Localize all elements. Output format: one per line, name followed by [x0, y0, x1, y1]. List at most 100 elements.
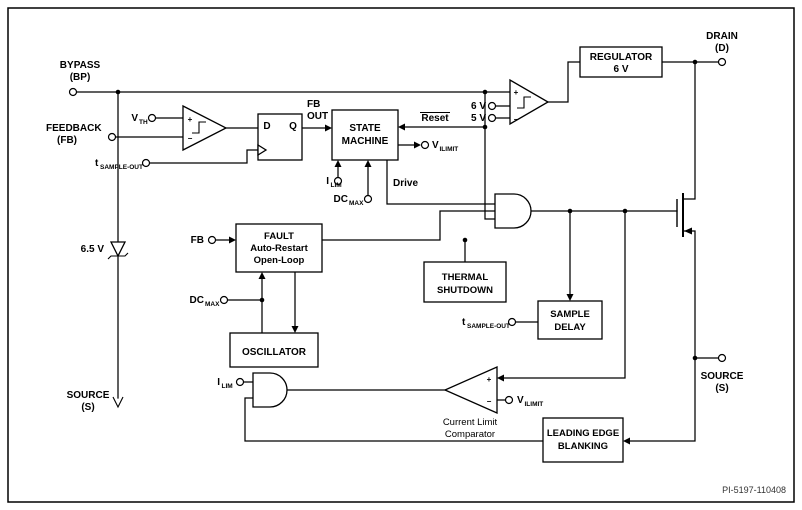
ilim-node: [333, 176, 343, 186]
junction-dot: [692, 59, 698, 65]
wire-uvcomp-regulator: [547, 61, 581, 103]
sample-delay-label: SAMPLE: [550, 309, 590, 320]
fault-label: Auto-Restart: [250, 243, 308, 254]
vilimit-label: V: [517, 395, 524, 406]
current-limit-comparator-label: Current Limit: [443, 417, 498, 428]
bypass-label: (BP): [70, 72, 91, 83]
fb-label: FB: [191, 235, 204, 246]
dcmax-label: DC: [334, 194, 348, 205]
current-limit-comparator-label: Comparator: [445, 429, 495, 440]
junction-dot: [482, 89, 488, 95]
wire-drive: [386, 159, 496, 205]
thermal-shutdown-block: [423, 261, 507, 303]
arrowhead: [623, 437, 630, 445]
arrowhead: [497, 374, 504, 382]
figure-code: PI-5197-110408: [722, 485, 786, 495]
diagram-border: [7, 7, 795, 503]
fb-out-label: OUT: [307, 111, 328, 122]
oscillator-block: [229, 332, 319, 368]
vilimit-node: [504, 395, 514, 405]
fault-block: [235, 223, 323, 273]
tsample-sub: SAMPLE-OUT: [100, 164, 143, 171]
thermal-shutdown-label: SHUTDOWN: [437, 285, 493, 296]
drain-label: (D): [715, 43, 729, 54]
arrowhead: [398, 123, 405, 131]
tsample-label: t: [95, 158, 99, 169]
bypass-label: BYPASS: [60, 60, 101, 71]
ilim-node: [235, 377, 245, 387]
sample-delay-block: [537, 300, 603, 340]
dff-d-label: D: [263, 121, 270, 132]
minus-sign: −: [487, 397, 492, 406]
vilimit-sub: ILIMIT: [440, 146, 459, 153]
state-machine-block: [331, 109, 399, 161]
hysteresis-icon: [517, 96, 531, 109]
arrowhead: [364, 160, 372, 167]
junction-dot: [482, 124, 488, 130]
leading-edge-blanking-block: [542, 417, 624, 463]
leading-edge-blanking-label: BLANKING: [558, 441, 608, 452]
feedback-label: FEEDBACK: [46, 123, 102, 134]
vilimit-sub: ILIMIT: [525, 401, 544, 408]
current-limit-and-gate: [252, 372, 288, 408]
6v-node: [487, 101, 497, 111]
state-machine-label: MACHINE: [342, 136, 389, 147]
source-label: SOURCE: [701, 371, 744, 382]
drive-label: Drive: [393, 178, 418, 189]
vth-label: V: [131, 113, 138, 124]
junction-dot: [622, 208, 628, 214]
arrowhead: [334, 160, 342, 167]
5v-label: 5 V: [471, 113, 486, 124]
source-label: (S): [715, 383, 728, 394]
arrowhead: [414, 141, 421, 149]
vilimit-label: V: [432, 140, 439, 151]
current-limit-comparator: [443, 366, 498, 414]
and-gate: [494, 193, 532, 229]
5v-node: [487, 113, 497, 123]
dcmax-sub: MAX: [349, 200, 364, 207]
plus-sign: +: [514, 88, 519, 97]
regulator-label: REGULATOR: [590, 52, 653, 63]
vth-node: [147, 113, 157, 123]
6v-label: 6 V: [471, 101, 486, 112]
wire-bypass-branch: [484, 91, 496, 220]
fault-label: FAULT: [264, 231, 294, 242]
source-arrow-icon: [112, 396, 124, 409]
arrowhead: [258, 272, 266, 279]
drain-terminal: [717, 57, 727, 67]
zener-bar-icon: [107, 252, 129, 260]
junction-dot: [115, 89, 121, 95]
dcmax-node: [219, 295, 229, 305]
hysteresis-icon: [192, 121, 206, 134]
plus-sign: +: [188, 115, 193, 124]
junction-dot: [462, 237, 468, 243]
ilim-sub: LIM: [222, 383, 233, 390]
state-machine-label: STATE: [349, 123, 381, 134]
wire-drain-vertical: [682, 61, 696, 200]
zener-diode: [109, 241, 127, 258]
dcmax-sub: MAX: [205, 301, 220, 308]
zener-voltage-label: 6.5 V: [81, 244, 105, 255]
tsample-sub: SAMPLE-OUT: [467, 323, 510, 330]
ilim-label: I: [326, 176, 329, 187]
reset-label: Reset: [421, 113, 449, 124]
mosfet-source-arrow-icon: [684, 227, 692, 235]
feedback-comparator: [182, 104, 228, 152]
minus-sign: −: [188, 134, 193, 143]
sample-delay-label: DELAY: [554, 322, 586, 333]
arrowhead: [291, 326, 299, 333]
source-label: SOURCE: [67, 390, 110, 401]
vilimit-node: [420, 140, 430, 150]
regulator-label: 6 V: [613, 64, 628, 75]
wire-fault-output: [321, 210, 496, 241]
leading-edge-blanking-label: LEADING EDGE: [547, 428, 619, 439]
ilim-sub: LIM: [331, 182, 342, 189]
fault-label: Open-Loop: [254, 255, 305, 266]
dff-block: [257, 113, 303, 161]
plus-sign: +: [487, 375, 492, 384]
fb-node: [207, 235, 217, 245]
dcmax-node: [363, 194, 373, 204]
thermal-shutdown-label: THERMAL: [442, 272, 489, 283]
arrowhead: [229, 236, 236, 244]
